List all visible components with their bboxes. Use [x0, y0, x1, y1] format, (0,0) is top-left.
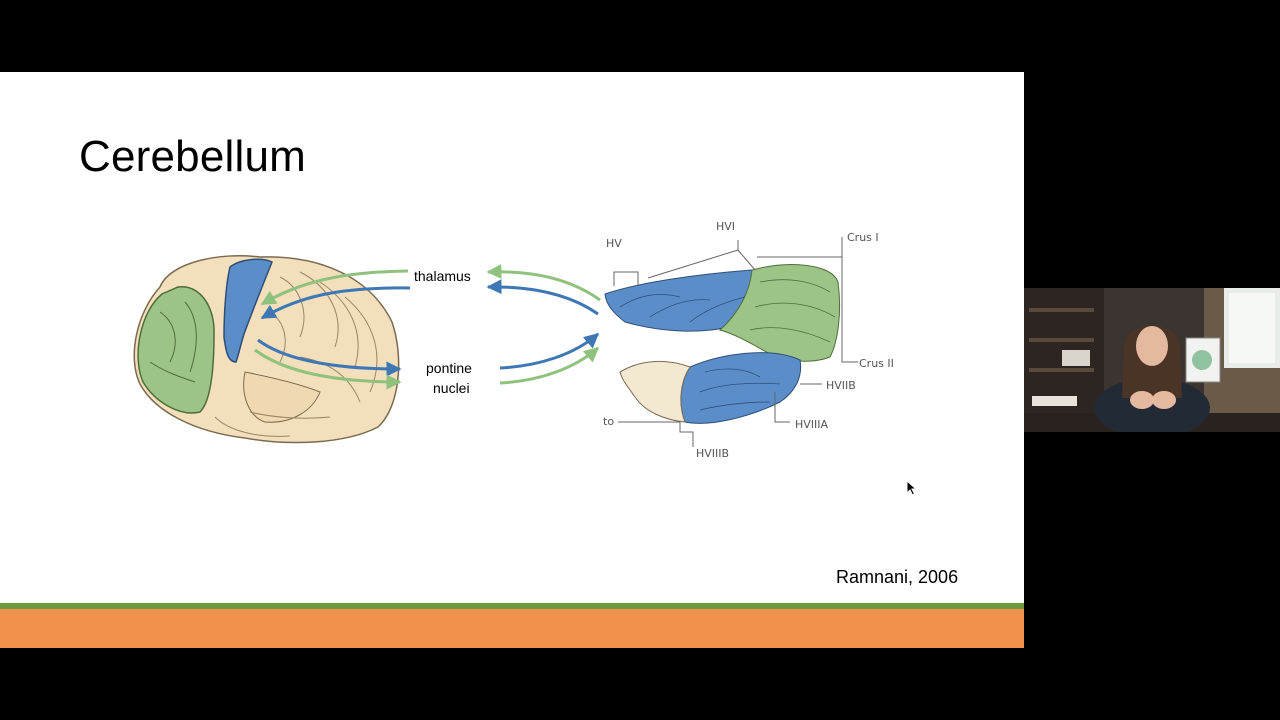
presentation-slide: Cerebellum: [0, 72, 1024, 648]
nuclei-label: nuclei: [433, 380, 470, 396]
label-hviiia: HVIIIA: [795, 418, 829, 431]
citation: Ramnani, 2006: [836, 567, 958, 588]
cerebellum-illustration: [605, 237, 858, 447]
webcam-feed: [1024, 288, 1280, 432]
label-to: to: [603, 415, 614, 428]
label-hvi: HVI: [716, 220, 735, 233]
label-crus-i: Crus I: [847, 231, 879, 244]
label-hv: HV: [606, 237, 622, 250]
cerebellum-connectivity-figure: thalamus pontine nuclei: [0, 72, 1024, 648]
thalamus-label: thalamus: [414, 268, 471, 284]
footer-orange-band: [0, 609, 1024, 648]
label-hviiib: HVIIIB: [696, 447, 729, 460]
mouse-pointer-icon: [906, 480, 918, 496]
label-hviib: HVIIB: [826, 379, 856, 392]
pontine-label: pontine: [426, 360, 472, 376]
brain-illustration: [134, 256, 398, 443]
presenter-video-icon: [1024, 288, 1280, 432]
label-crus-ii: Crus II: [859, 357, 894, 370]
